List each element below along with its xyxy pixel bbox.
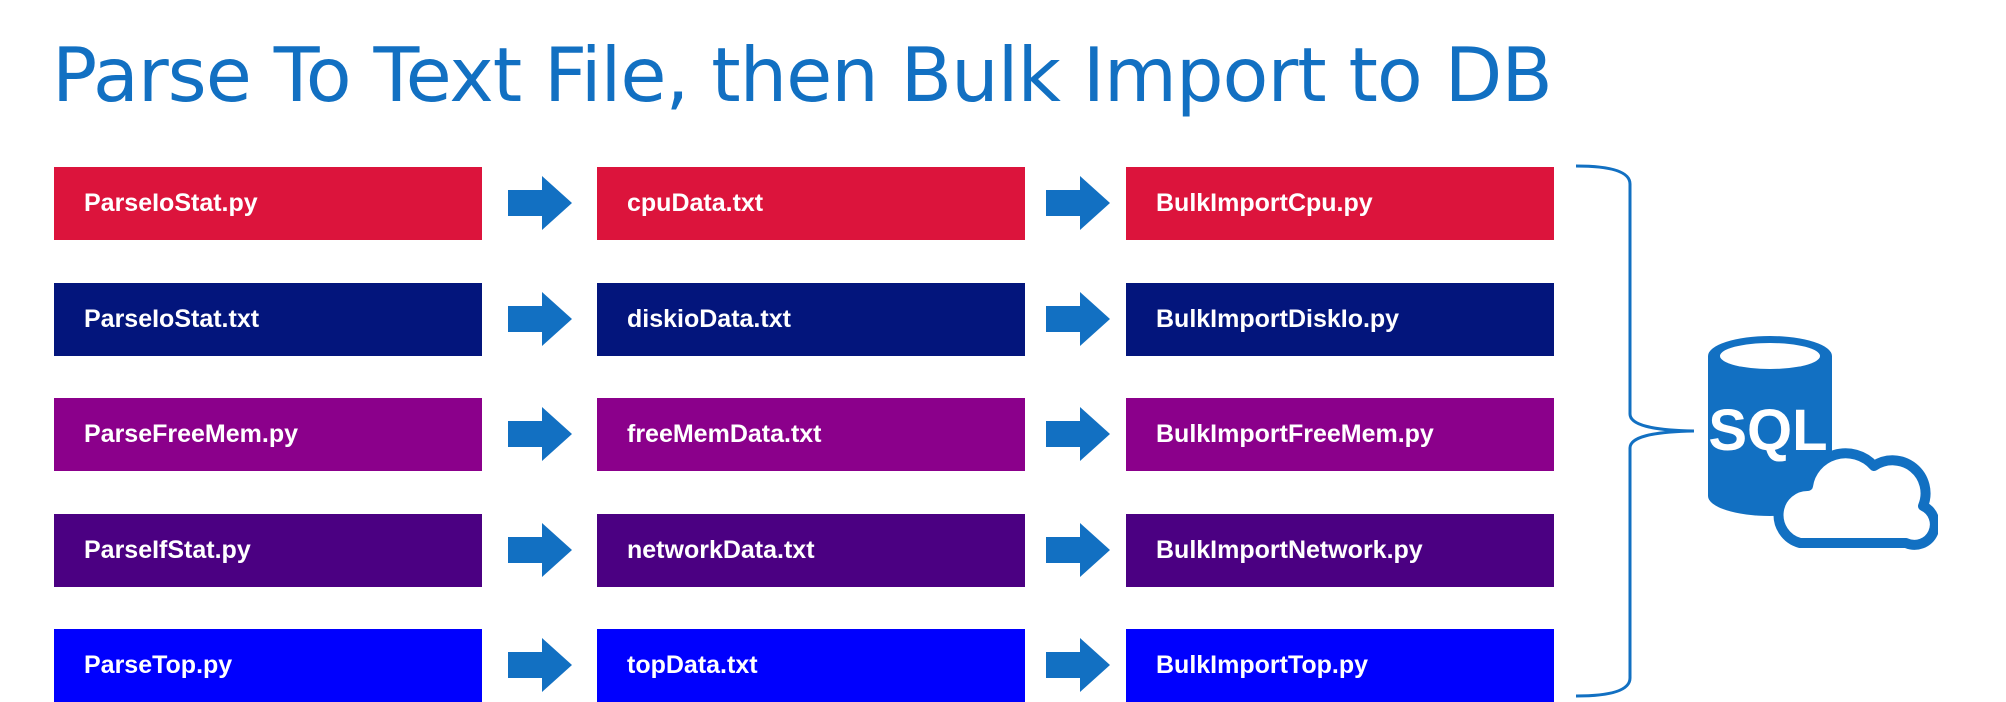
right-arrow-icon [1046,407,1110,461]
parser-script-box: ParseIoStat.txt [54,283,482,356]
parser-script-box: ParseFreeMem.py [54,398,482,471]
merge-bracket [1575,164,1694,698]
data-file-box: cpuData.txt [597,167,1025,240]
sql-label: SQL [1708,398,1827,463]
data-file-box: diskioData.txt [597,283,1025,356]
parser-script-box: ParseIoStat.py [54,167,482,240]
page-title: Parse To Text File, then Bulk Import to … [52,31,1553,119]
bulk-import-script-box: BulkImportNetwork.py [1126,514,1554,587]
right-arrow-icon [1046,176,1110,230]
bulk-import-script-box: BulkImportTop.py [1126,629,1554,702]
right-arrow-icon [508,638,572,692]
data-file-box: networkData.txt [597,514,1025,587]
data-file-box: topData.txt [597,629,1025,702]
sql-database-cloud-icon: SQL [1708,336,1938,550]
right-arrow-icon [508,523,572,577]
right-arrow-icon [1046,523,1110,577]
bulk-import-script-box: BulkImportCpu.py [1126,167,1554,240]
parser-script-box: ParseTop.py [54,629,482,702]
data-file-box: freeMemData.txt [597,398,1025,471]
right-arrow-icon [508,176,572,230]
right-arrow-icon [1046,292,1110,346]
right-arrow-icon [1046,638,1110,692]
parser-script-box: ParseIfStat.py [54,514,482,587]
right-arrow-icon [508,407,572,461]
bulk-import-script-box: BulkImportFreeMem.py [1126,398,1554,471]
bulk-import-script-box: BulkImportDiskIo.py [1126,283,1554,356]
right-arrow-icon [508,292,572,346]
